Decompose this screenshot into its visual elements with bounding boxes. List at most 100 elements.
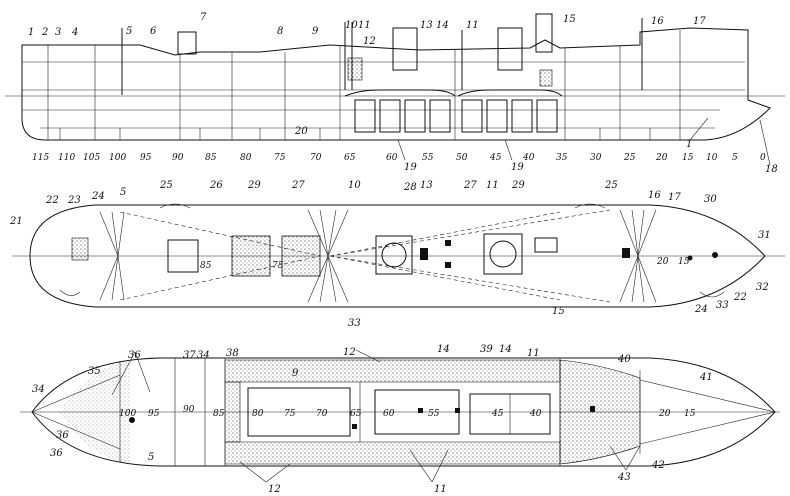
label-5: 5	[126, 26, 132, 37]
label-5: 5	[120, 187, 126, 198]
hold-plan-frame-numbers: 100 95 90 85 80 75 70 65 60 55 45 40 20 …	[119, 405, 696, 419]
frame-number: 95	[148, 409, 160, 419]
label-22b: 22	[733, 292, 747, 303]
frame-number: 75	[272, 261, 284, 271]
hatch-cover-fwd	[281, 235, 321, 277]
label-19b: 19	[511, 162, 524, 173]
deck-plan-part-labels: 21 22 23 24 5 25 26 29 27 10 28 13 27 11…	[9, 180, 771, 329]
label-21: 21	[9, 216, 23, 227]
label-29b: 29	[511, 180, 525, 191]
frame-number: 55	[422, 153, 434, 163]
frame-number: 65	[344, 153, 356, 163]
label-34: 34	[32, 384, 45, 395]
label-16: 16	[648, 190, 661, 201]
label-7: 7	[200, 12, 207, 23]
frame-number: 15	[682, 153, 694, 163]
hold-plan-part-labels: 34 35 36 36 37 34 38 9 12 14 39 14 11 40…	[32, 344, 713, 495]
stippled-block-12	[347, 57, 363, 81]
label-43: 43	[617, 472, 631, 483]
hold-compartment-9	[247, 387, 351, 437]
frame-number: 70	[310, 153, 322, 163]
label-5: 5	[148, 452, 154, 463]
frame-number: 45	[491, 409, 504, 419]
label-11b: 11	[466, 20, 479, 31]
frame-number: 5	[732, 153, 738, 163]
label-19a: 19	[404, 162, 417, 173]
label-11: 11	[358, 20, 371, 31]
funnel-casing-aft	[375, 235, 413, 275]
label-9: 9	[292, 368, 299, 379]
frame-number: 30	[590, 153, 602, 163]
label-15: 15	[552, 306, 565, 317]
frame-number: 80	[240, 153, 252, 163]
label-32: 32	[756, 282, 769, 293]
label-28: 28	[403, 182, 417, 193]
label-14: 14	[437, 344, 450, 355]
frame-number: 100	[119, 409, 136, 419]
frame-number: 40	[529, 409, 542, 419]
profile-part-labels: 1 2 3 4 5 6 7 8 9 10 11 12 13 14 11 15 1…	[28, 12, 778, 175]
frame-number: 60	[386, 153, 398, 163]
frame-number: 15	[678, 257, 690, 267]
frame-number: 85	[213, 409, 225, 419]
bunker-upper	[224, 359, 561, 383]
profile-frame-numbers: 115 110 105 100 95 90 85 80 75 70 65 60 …	[32, 153, 766, 163]
label-14b: 14	[499, 344, 512, 355]
bunker-lower	[224, 441, 561, 465]
label-36: 36	[128, 350, 141, 361]
label-13: 13	[420, 20, 433, 31]
frame-number: 110	[58, 153, 75, 163]
frame-number: 20	[656, 257, 669, 267]
label-23: 23	[67, 195, 81, 206]
frame-number: 15	[684, 409, 696, 419]
label-36c: 36	[56, 430, 69, 441]
label-12: 12	[343, 347, 356, 358]
label-12: 12	[363, 36, 376, 47]
label-15: 15	[563, 14, 576, 25]
label-35: 35	[88, 366, 101, 377]
label-16: 16	[651, 16, 664, 27]
frame-number: 50	[456, 153, 468, 163]
label-38: 38	[226, 348, 239, 359]
label-25b: 25	[604, 180, 618, 191]
frame-number: 70	[316, 409, 328, 419]
label-11: 11	[486, 180, 499, 191]
frame-number: 115	[32, 153, 49, 163]
label-20: 20	[294, 126, 308, 137]
deck-plan-view	[12, 203, 785, 308]
label-31: 31	[758, 230, 771, 241]
label-11: 11	[527, 348, 540, 359]
label-33b: 33	[348, 318, 361, 329]
profile-hull	[21, 27, 771, 141]
label-33: 33	[716, 300, 729, 311]
label-40: 40	[617, 354, 631, 365]
frame-number: 75	[274, 153, 286, 163]
label-17: 17	[668, 192, 681, 203]
frame-number: 95	[140, 153, 152, 163]
label-22: 22	[45, 195, 59, 206]
label-4: 4	[71, 27, 78, 38]
label-10: 10	[348, 180, 361, 191]
frame-number: 100	[109, 153, 126, 163]
label-42: 42	[651, 460, 665, 471]
funnel-casing-fwd	[483, 233, 523, 275]
label-30: 30	[704, 194, 717, 205]
frame-number: 90	[172, 153, 184, 163]
label-12b: 12	[268, 484, 281, 495]
frame-number: 80	[252, 409, 264, 419]
label-34b: 34	[197, 350, 210, 361]
label-41: 41	[699, 372, 713, 383]
label-6: 6	[150, 26, 157, 37]
frame-number: 85	[205, 153, 217, 163]
frame-number: 105	[83, 153, 100, 163]
frame-number: 40	[522, 153, 535, 163]
frame-number: 20	[658, 409, 671, 419]
label-2: 2	[41, 27, 48, 38]
label-14: 14	[436, 20, 449, 31]
label-3: 3	[55, 27, 61, 38]
frame-number: 90	[183, 405, 195, 415]
profile-view	[5, 13, 785, 166]
label-9: 9	[312, 26, 319, 37]
frame-number: 85	[200, 261, 212, 271]
